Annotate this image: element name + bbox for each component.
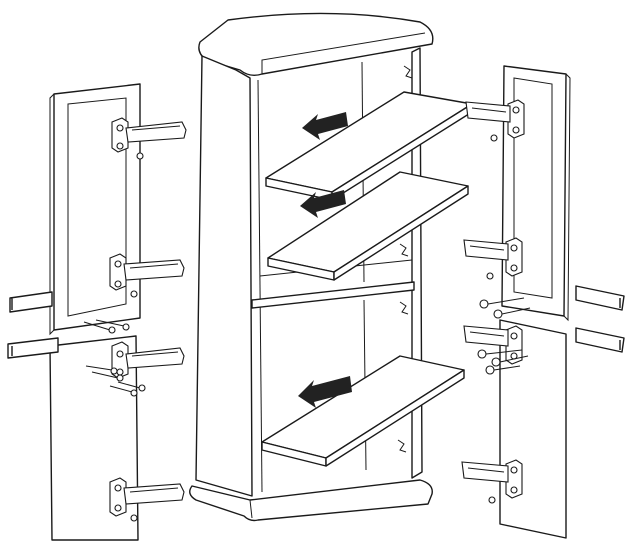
shelf-lower (261, 355, 465, 467)
cabinet-top-crown (198, 12, 434, 77)
shelf-pin-top (403, 65, 413, 79)
shelf-pin-low (399, 301, 409, 315)
handle-icon (7, 337, 59, 359)
shelf-upper (265, 91, 473, 201)
arrow-icon (300, 190, 346, 218)
shelf-middle (267, 171, 469, 281)
cabinet-middle-shelf (251, 281, 415, 309)
cabinet-left-side (195, 55, 253, 497)
hinge-icon (109, 253, 185, 298)
hinge-icon (463, 325, 523, 365)
cabinet-body (189, 12, 434, 522)
screw-icon (477, 297, 531, 375)
handle-icon (575, 327, 625, 353)
arrow-icon (298, 376, 352, 408)
hinge-icon (465, 99, 525, 142)
hinge-icon (463, 237, 523, 280)
handle-icon (575, 285, 625, 311)
screw-icon (83, 319, 146, 397)
hinge-icon (461, 459, 523, 504)
shelf-pin-mid (399, 243, 409, 257)
hinge-icon (111, 341, 185, 379)
handle-icon (9, 291, 53, 313)
cabinet-base (189, 479, 433, 522)
shelf-pin-bottom (397, 439, 407, 453)
hinge-icon (111, 117, 187, 160)
arrow-icon (302, 112, 348, 140)
hinge-icon (109, 477, 185, 522)
